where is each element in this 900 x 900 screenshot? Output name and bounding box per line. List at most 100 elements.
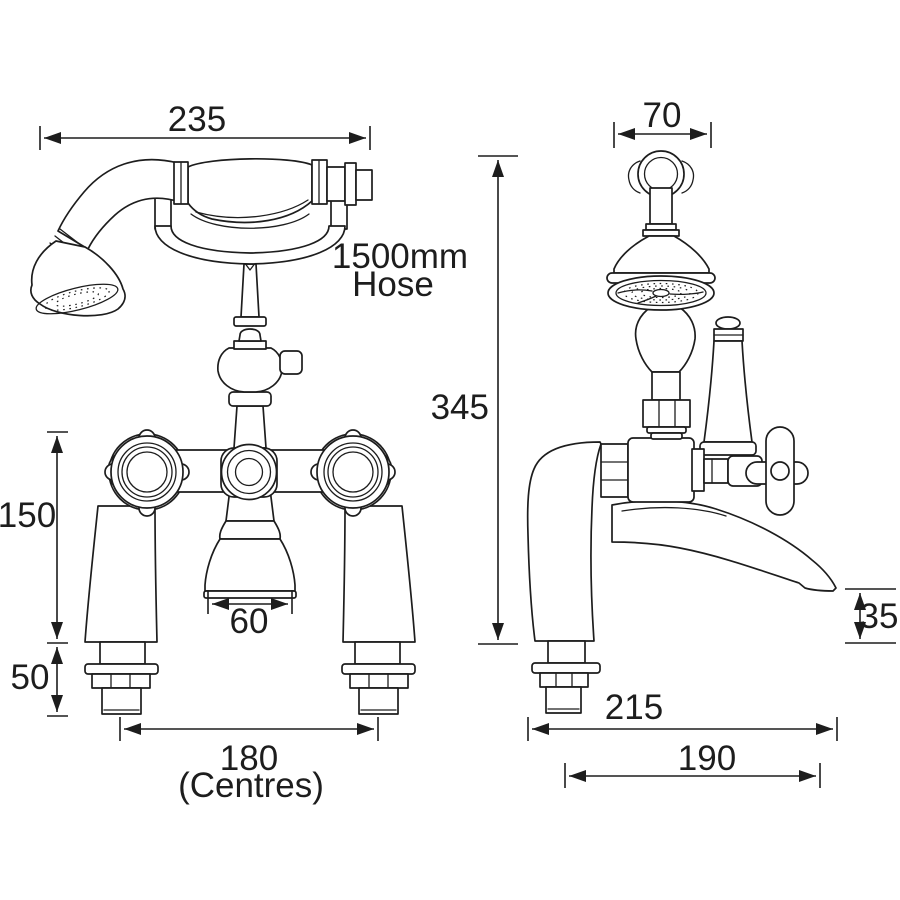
- head-face-hub: [652, 288, 670, 298]
- handle-bore: [126, 451, 168, 493]
- front-left-leg: [84, 505, 158, 643]
- head-face: [607, 275, 715, 311]
- head-stem: [649, 187, 673, 225]
- hose-connector-step2: [344, 162, 357, 206]
- head-face-spokes: [617, 289, 704, 304]
- base-hex-facets: [110, 673, 131, 689]
- extension-lines: [527, 717, 838, 741]
- front-view: [30, 158, 416, 715]
- dim-label-centres-note: (Centres): [178, 766, 324, 805]
- dim-label-body-height: 150: [0, 496, 56, 535]
- handle-bore: [332, 451, 374, 493]
- handset-head-bell: [30, 240, 126, 317]
- extension-lines: [39, 126, 371, 150]
- dim-handset-length: 235: [39, 100, 371, 150]
- front-handset: [30, 158, 373, 317]
- cradle-band: [154, 225, 346, 265]
- hose-note-line1: 1500mm: [332, 237, 468, 276]
- handle-ring3: [121, 446, 173, 498]
- dim-label-outlet-height: 35: [860, 597, 899, 636]
- front-diverter: [217, 328, 303, 393]
- side-diverter-lever: [699, 316, 757, 456]
- cradle-stem: [240, 263, 260, 318]
- diverter-knob: [238, 328, 262, 342]
- dim-overall-height: 345: [431, 155, 518, 645]
- base-hex-facets: [555, 672, 573, 688]
- hose-connector-step3: [355, 169, 373, 201]
- side-view: [526, 150, 837, 714]
- base-flange: [84, 663, 159, 675]
- dimensions-layer: 235 70 345 150 50 60: [0, 96, 898, 805]
- front-right-leg: [342, 505, 416, 643]
- dim-body-height: 150: [0, 431, 68, 644]
- handle-hub: [770, 461, 790, 481]
- cradle-cup-line: [190, 213, 310, 229]
- base-hex-nut: [91, 673, 151, 689]
- extension-lines: [207, 590, 293, 614]
- hose-note-line2: Hose: [352, 265, 434, 304]
- hub-ring-outer: [220, 443, 278, 501]
- front-centre-hub: [220, 443, 278, 501]
- head-stem-collar2: [642, 229, 680, 237]
- extension-lines: [119, 717, 379, 741]
- hose-connector: [326, 162, 373, 206]
- hub-ring-mid: [226, 449, 272, 495]
- extension-lines: [613, 122, 712, 148]
- extension-lines: [564, 763, 821, 788]
- lever-base-flange: [699, 441, 757, 456]
- side-base: [531, 640, 601, 714]
- dim-label-centres: 180: [220, 739, 278, 778]
- dim-label-shank-length: 50: [11, 658, 50, 697]
- front-left-base: [84, 641, 159, 715]
- side-inlet-coupler-facets: [600, 461, 629, 481]
- head-face-holes-ring3: [640, 287, 682, 299]
- hose-annotation: 1500mm Hose: [332, 237, 468, 304]
- hanger-wings: [627, 160, 695, 194]
- dim-label-overall-height: 345: [431, 388, 489, 427]
- handle-ring3: [327, 446, 379, 498]
- head-face-inner: [615, 279, 707, 307]
- handle-stem-flange: [691, 448, 705, 492]
- head-bell: [613, 235, 710, 274]
- hub-bore: [234, 457, 264, 487]
- side-upper-stack: [606, 150, 716, 440]
- diverter-body: [217, 347, 283, 393]
- front-riser: [228, 391, 272, 449]
- dim-head-width: 70: [613, 96, 712, 148]
- handle-stem: [703, 458, 729, 484]
- dim-label-head-width: 70: [643, 96, 682, 135]
- front-right-cross-handle: [310, 429, 396, 517]
- riser-flange-upper: [646, 426, 687, 434]
- base-cylinder: [354, 641, 401, 665]
- side-valve-body: [627, 437, 695, 503]
- front-left-cross-handle: [104, 429, 190, 517]
- extension-lines: [478, 155, 518, 645]
- hose-connector-step1: [326, 166, 346, 202]
- dim-centres: 180 (Centres): [119, 717, 379, 805]
- handle-ring2: [117, 442, 177, 502]
- side-leg: [526, 441, 602, 642]
- dim-spout-reach: 190: [564, 739, 821, 788]
- diverter-collar: [233, 340, 267, 350]
- handset-face-holes-outer: [44, 287, 110, 311]
- lever-cap: [715, 316, 741, 330]
- dim-outlet-height: 35: [845, 588, 899, 644]
- riser-flange-lower: [650, 432, 683, 440]
- dim-overall-depth: 215: [527, 688, 838, 741]
- base-cylinder: [547, 640, 586, 664]
- dim-shank-length: 50: [11, 647, 68, 717]
- spout-bell: [204, 538, 296, 592]
- head-face-holes-ring2: [631, 285, 691, 301]
- base-hex-nut: [539, 672, 589, 688]
- dim-label-handset-length: 235: [168, 100, 226, 139]
- extension-lines: [47, 431, 68, 644]
- side-inlet-coupler: [600, 443, 629, 498]
- cradle-stem-collar: [233, 316, 267, 327]
- grip-cylinder: [651, 371, 681, 401]
- base-cylinder: [99, 641, 146, 665]
- handset-grip-line: [195, 199, 309, 219]
- riser-column: [233, 405, 267, 449]
- dim-label-overall-depth: 215: [605, 688, 663, 727]
